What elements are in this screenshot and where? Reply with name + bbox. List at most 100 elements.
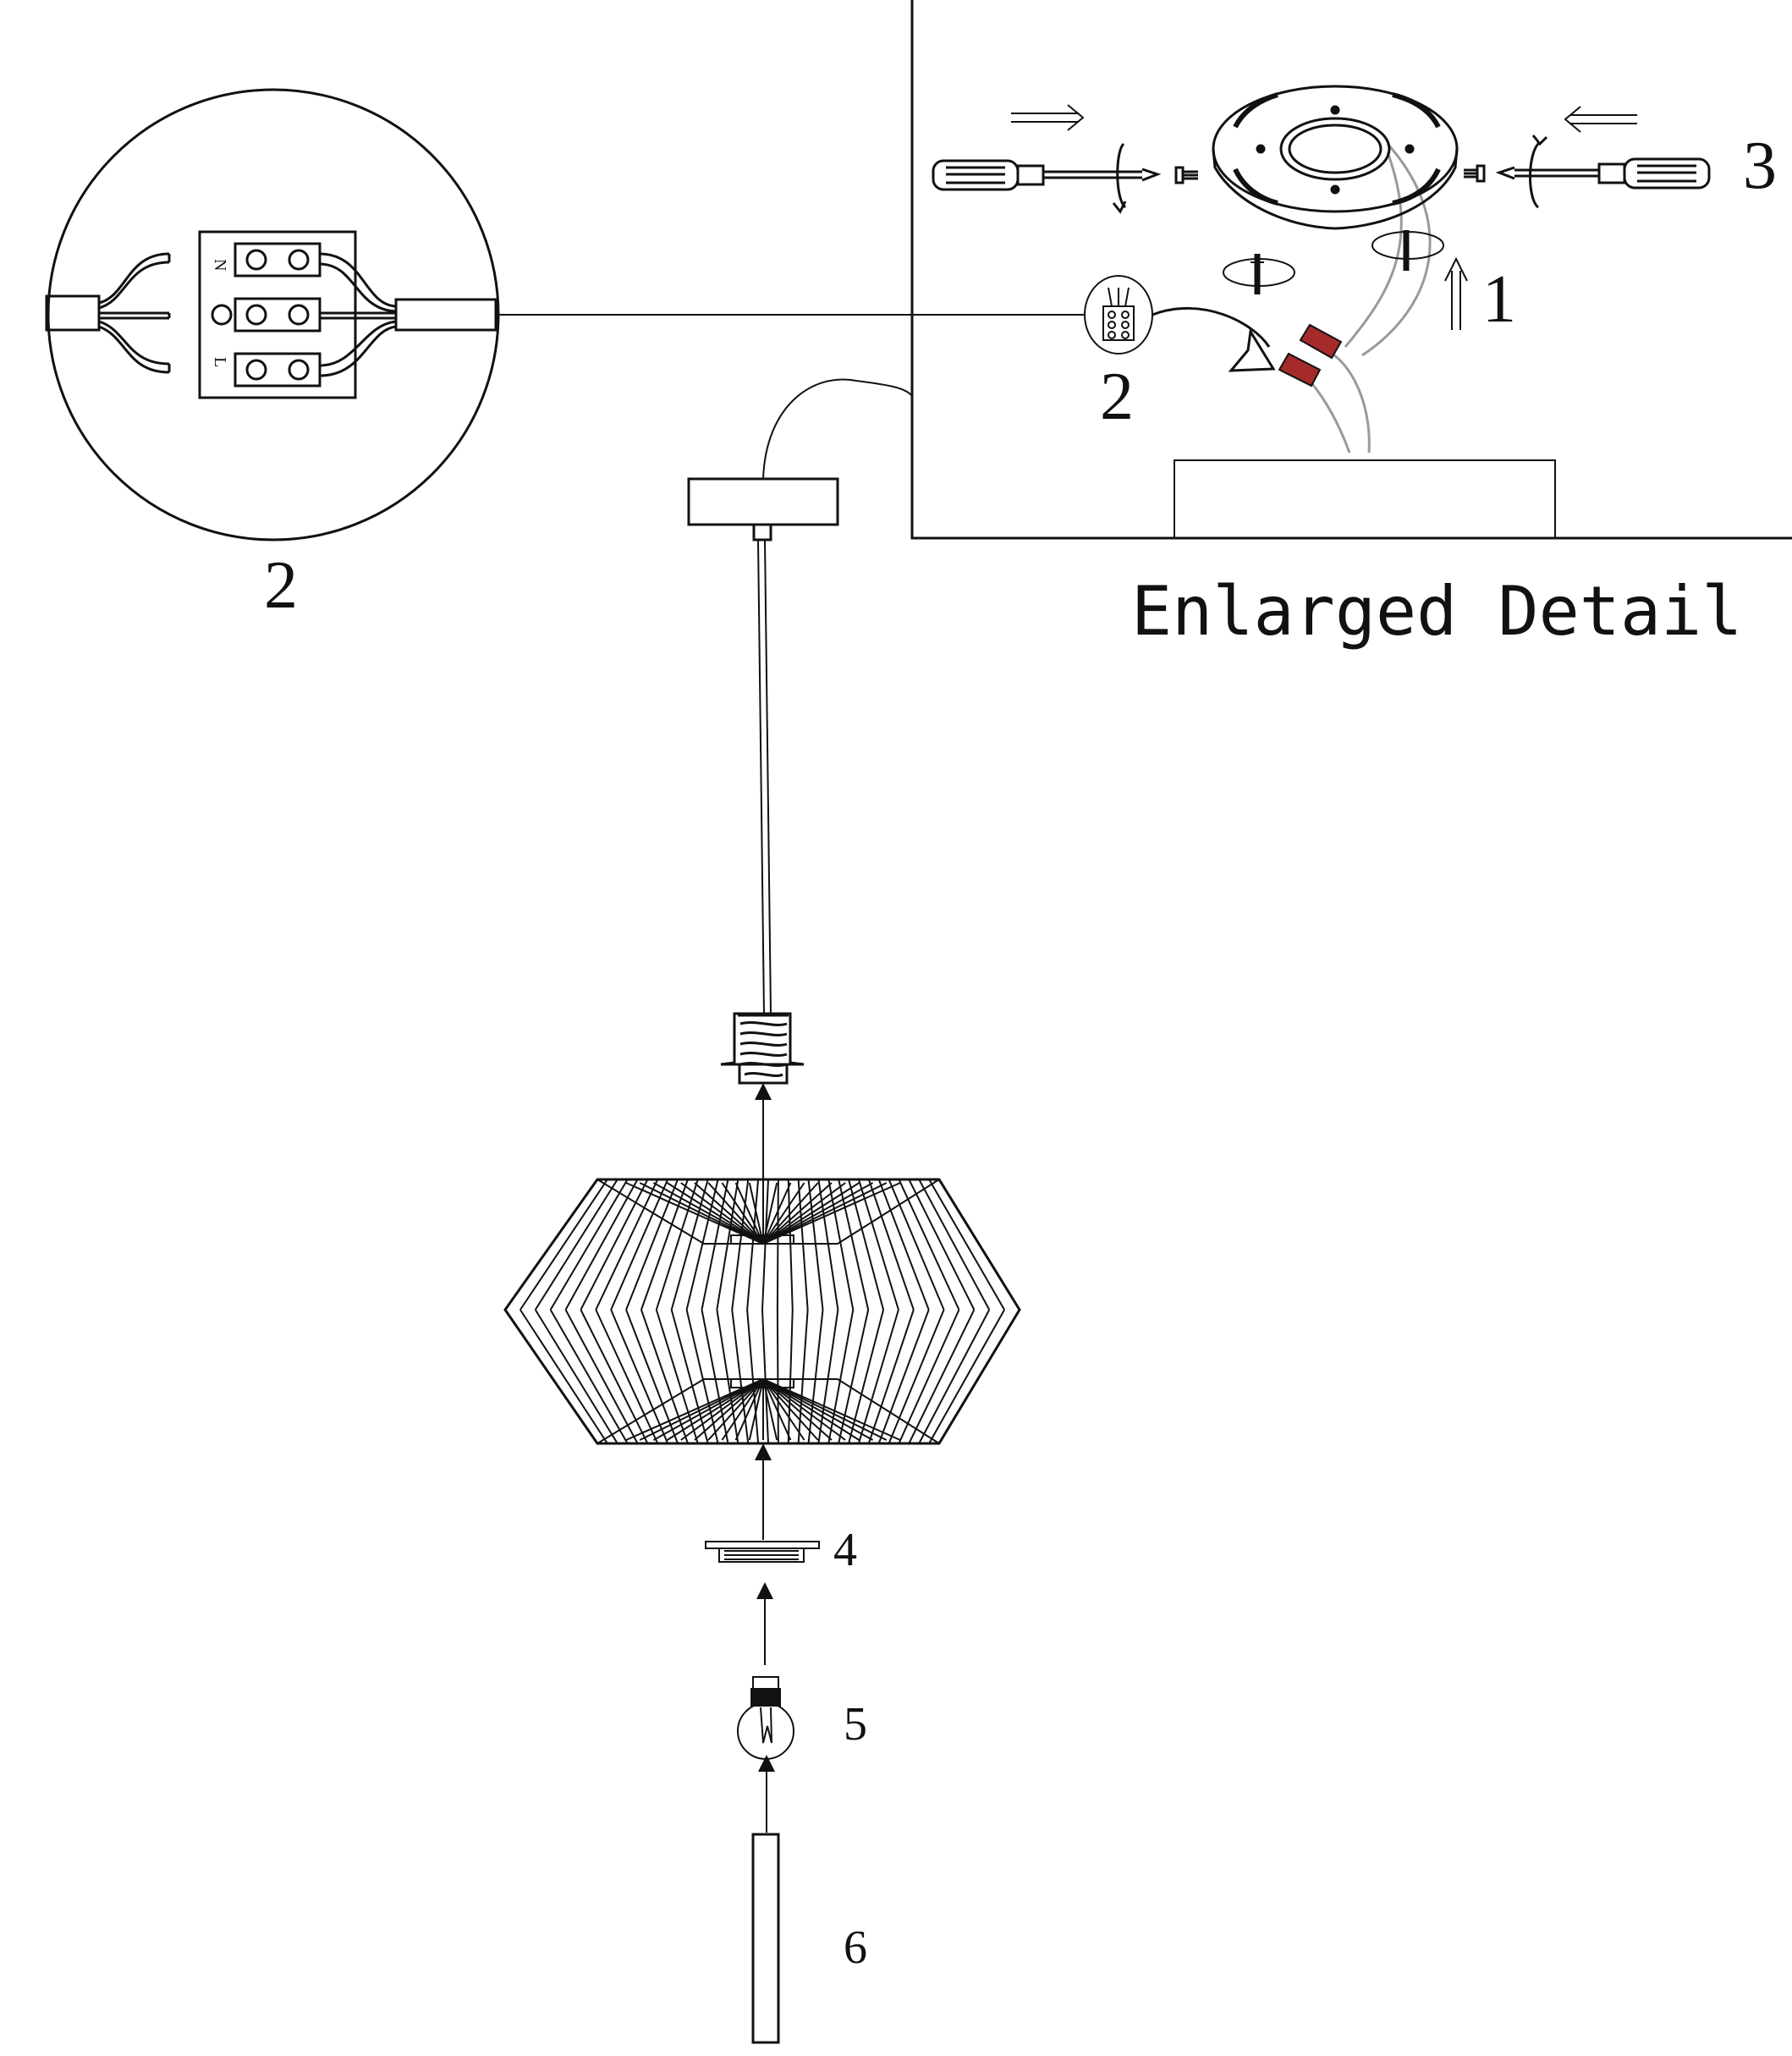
shade-spoke xyxy=(762,1182,805,1245)
shade-strand xyxy=(519,1309,608,1444)
shade-strand xyxy=(746,1179,760,1311)
shade-strand xyxy=(595,1309,659,1444)
shade-strand xyxy=(504,1179,598,1311)
shade-strand xyxy=(564,1179,639,1311)
shade-strand xyxy=(761,1179,769,1311)
shade-strand xyxy=(928,1179,1005,1311)
junction-box xyxy=(1174,459,1556,539)
shade-strand xyxy=(938,1309,1020,1444)
cord-to-detail xyxy=(762,378,913,480)
shade-strand xyxy=(918,1309,991,1444)
shade-strand xyxy=(857,1179,899,1311)
shade-strand xyxy=(595,1179,659,1311)
enlarged-detail-caption: Enlarged Detail xyxy=(1131,572,1742,651)
shade-strand xyxy=(797,1179,809,1311)
shade-strand xyxy=(827,1179,855,1311)
shade-spoke xyxy=(762,1378,874,1441)
shade-spoke xyxy=(762,1378,846,1441)
shade-spoke xyxy=(652,1182,764,1245)
shade-strand xyxy=(898,1179,960,1311)
terminal-n-label: N xyxy=(211,259,229,271)
shade-spoke xyxy=(748,1182,764,1245)
shade-strand xyxy=(938,1179,1020,1311)
shade-spoke xyxy=(625,1378,764,1441)
shade-spoke xyxy=(734,1378,764,1441)
shade-strand xyxy=(685,1309,719,1444)
canopy xyxy=(687,477,839,526)
extension-rod xyxy=(751,1833,780,2044)
step-4-label: 4 xyxy=(833,1524,857,1576)
shade-spoke xyxy=(667,1182,764,1245)
shade-strand xyxy=(838,1179,870,1311)
shade-spoke xyxy=(748,1378,764,1441)
terminal-block xyxy=(198,230,357,399)
wire-nut-bottom xyxy=(1278,352,1322,388)
shade-spoke xyxy=(762,1378,805,1441)
shade-spoke xyxy=(639,1378,764,1441)
shade-strand xyxy=(640,1309,689,1444)
shade-strand xyxy=(549,1179,629,1311)
screwdriver-right-icon xyxy=(1495,135,1711,209)
shade-spoke xyxy=(762,1182,819,1245)
shade-spoke xyxy=(652,1378,764,1441)
shade-ring xyxy=(705,1541,820,1563)
shade-spoke xyxy=(762,1182,846,1245)
shade-spoke xyxy=(694,1378,764,1441)
shade-strand xyxy=(838,1309,870,1444)
shade-spoke xyxy=(762,1182,901,1245)
shade-spoke xyxy=(721,1182,764,1245)
socket xyxy=(720,1012,805,1085)
shade-spoke xyxy=(639,1182,764,1245)
shade-spoke xyxy=(721,1378,764,1441)
shade-strand xyxy=(670,1309,709,1444)
supply-wires xyxy=(1293,143,1432,454)
shade-spoke xyxy=(694,1182,764,1245)
shade-strand xyxy=(848,1179,885,1311)
shade-strand xyxy=(701,1179,729,1311)
shade-spoke xyxy=(680,1378,764,1441)
shade-strand xyxy=(640,1179,689,1311)
shade-strand xyxy=(731,1179,750,1311)
terminal-l-label: L xyxy=(211,357,229,367)
shade-spoke xyxy=(625,1182,764,1245)
shade-strand xyxy=(670,1179,709,1311)
shade-strand xyxy=(655,1179,699,1311)
shade-strand xyxy=(534,1309,618,1444)
shade-spoke xyxy=(762,1378,833,1441)
shade-spoke xyxy=(762,1378,888,1441)
shade-strand xyxy=(746,1309,760,1444)
shade-spoke xyxy=(762,1182,860,1245)
terminal-callout-small xyxy=(1084,275,1153,355)
wire-nuts xyxy=(1278,323,1343,388)
shade-strand xyxy=(761,1309,769,1444)
shade-strand xyxy=(504,1309,598,1444)
shade-strand xyxy=(685,1179,719,1311)
shade-spoke xyxy=(762,1378,860,1441)
shade-strand xyxy=(848,1309,885,1444)
shade-spoke xyxy=(680,1182,764,1245)
arrow-up-icon xyxy=(1444,256,1468,330)
shade-strand xyxy=(888,1179,945,1311)
shade-strand xyxy=(918,1179,991,1311)
canopy-stem xyxy=(752,523,772,541)
shade-strand xyxy=(827,1309,855,1444)
rotate-screw-1-icon xyxy=(1223,254,1295,294)
screw-left-icon xyxy=(1174,166,1198,184)
step-1-label: 1 xyxy=(1482,262,1516,337)
shade-spoke xyxy=(762,1378,792,1441)
shade-strand xyxy=(867,1179,915,1311)
shade-strand xyxy=(580,1309,649,1444)
shade-spoke xyxy=(762,1378,901,1441)
step-2-zoom-label: 2 xyxy=(264,548,298,623)
shade-spoke xyxy=(667,1378,764,1441)
enlarged-detail-box xyxy=(910,0,1792,540)
shade-strand xyxy=(867,1309,915,1444)
shade-strand xyxy=(908,1309,976,1444)
shade-strand xyxy=(610,1179,669,1311)
shade-spoke xyxy=(762,1182,792,1245)
shade-spoke xyxy=(762,1182,778,1245)
shade-spoke xyxy=(762,1182,888,1245)
screwdriver-left-icon xyxy=(932,142,1162,214)
callout-arrowhead xyxy=(1228,327,1276,372)
step-6-label: 6 xyxy=(844,1921,867,1974)
